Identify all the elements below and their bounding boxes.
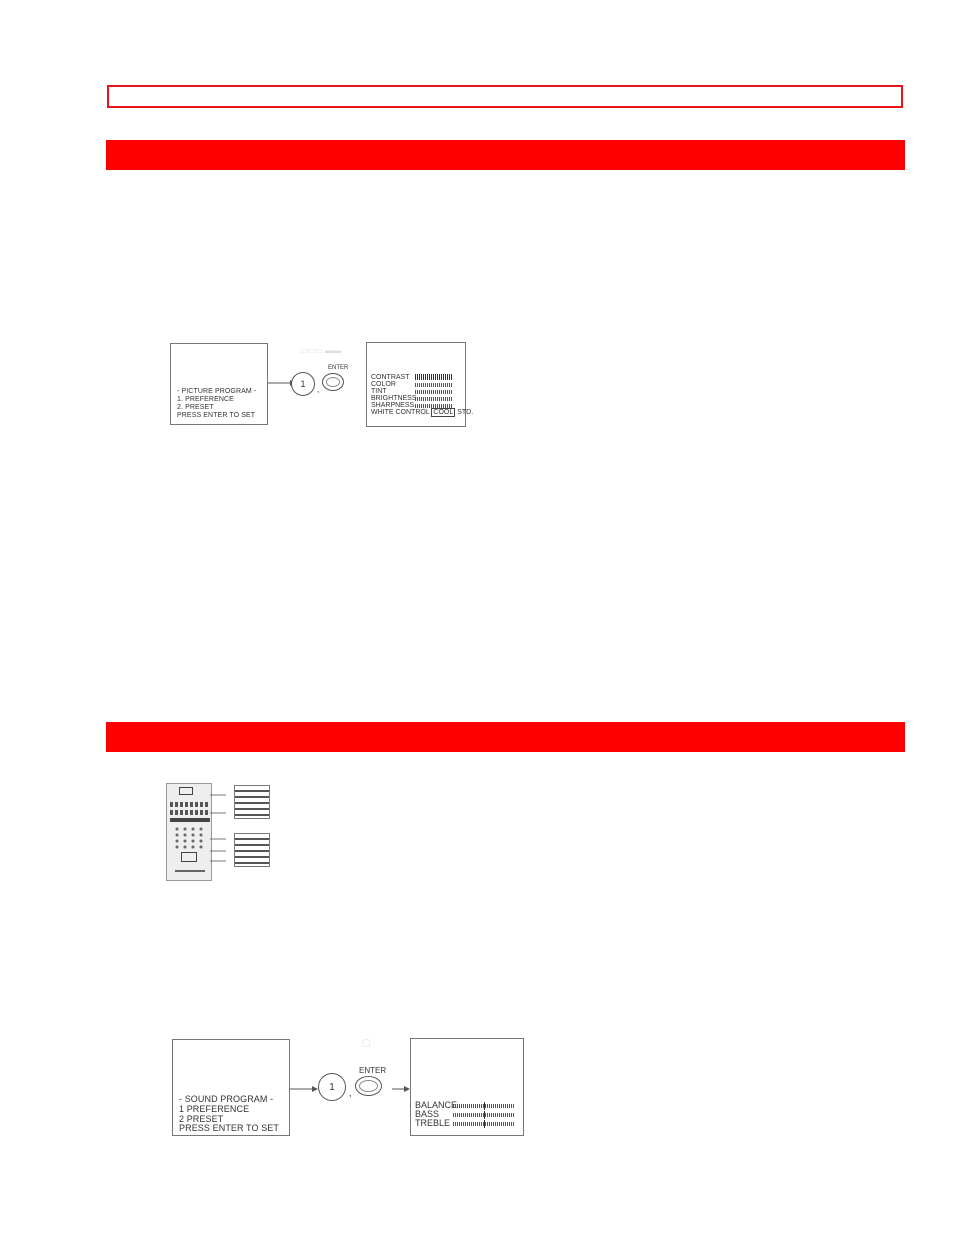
contrast-label: CONTRAST: [371, 374, 410, 381]
enter-button-icon: [355, 1076, 382, 1096]
balance-label: BALANCE: [415, 1100, 458, 1110]
sound-menu-screen: - SOUND PROGRAM - 1 PREFERENCE 2 PRESET …: [172, 1039, 290, 1136]
white-control-label: WHITE CONTROL: [371, 409, 430, 416]
sound-arrows: [290, 1086, 410, 1092]
picture-program-diagram: ▭▭▭ ▬▬ - PICTURE PROGRAM - 1. PREFERENCE…: [170, 340, 473, 430]
white-control-row: WHITE CONTROL COOL STD.: [371, 408, 474, 417]
color-bar: [415, 383, 453, 387]
color-label: COLOR: [371, 381, 396, 388]
remote-detail-screen-bottom: [234, 833, 270, 867]
enter-button-label: ENTER: [359, 1066, 387, 1075]
sound-program-diagram: ◯ - SOUND PROGRAM - 1 PREFERENCE 2 PRESE…: [172, 1036, 532, 1140]
bleed-through-decoration: ▭▭▭ ▬▬: [300, 346, 341, 355]
bleed-through-decoration: ◯: [362, 1038, 371, 1047]
treble-label: TREBLE: [415, 1118, 451, 1128]
remote-callout-lines: [210, 794, 226, 862]
bass-bar: [453, 1111, 515, 1119]
treble-bar: [453, 1120, 515, 1128]
picture-menu-instruction: PRESS ENTER TO SET: [177, 412, 256, 419]
picture-menu-screen: - PICTURE PROGRAM - 1. PREFERENCE 2. PRE…: [170, 343, 268, 425]
section-header-bar-picture: [106, 140, 905, 170]
sharpness-bar: [415, 404, 453, 408]
enter-button-icon: [322, 373, 344, 391]
sound-menu-title: - SOUND PROGRAM -: [179, 1094, 274, 1104]
remote-control-icon: [166, 783, 212, 881]
picture-menu-title: - PICTURE PROGRAM -: [177, 388, 257, 395]
header-frame: [107, 85, 903, 108]
white-control-other: STD.: [457, 409, 474, 416]
number-1-button-icon: 1: [291, 372, 315, 396]
sound-menu-option-1: 1 PREFERENCE: [179, 1104, 250, 1114]
bass-label: BASS: [415, 1109, 440, 1119]
balance-bar: [453, 1102, 515, 1110]
tint-label: TINT: [371, 388, 387, 395]
comma-separator: ,: [349, 1088, 352, 1098]
enter-button-label: ENTER: [328, 365, 349, 371]
remote-detail-screen-top: [234, 785, 270, 819]
number-1-button-icon: 1: [318, 1073, 346, 1101]
brightness-label: BRIGHTNESS: [371, 395, 417, 402]
sharpness-label: SHARPNESS: [371, 402, 415, 409]
white-control-selected: COOL: [431, 408, 456, 417]
picture-menu-option-2: 2. PRESET: [177, 404, 214, 411]
remote-control-illustration: [166, 783, 286, 883]
sound-menu-instruction: PRESS ENTER TO SET: [179, 1123, 279, 1133]
picture-adjust-screen: CONTRAST COLOR TINT BRIGHTNESS SHARPNESS…: [366, 342, 473, 427]
section-header-bar-sound: [106, 722, 905, 752]
brightness-bar: [415, 397, 453, 401]
sound-adjust-screen: BALANCE BASS TREBLE: [410, 1038, 524, 1136]
comma-separator: ,: [317, 385, 320, 394]
picture-menu-option-1: 1. PREFERENCE: [177, 396, 234, 403]
contrast-bar: [415, 374, 453, 380]
sound-menu-option-2: 2 PRESET: [179, 1114, 224, 1124]
tint-bar: [415, 390, 453, 394]
